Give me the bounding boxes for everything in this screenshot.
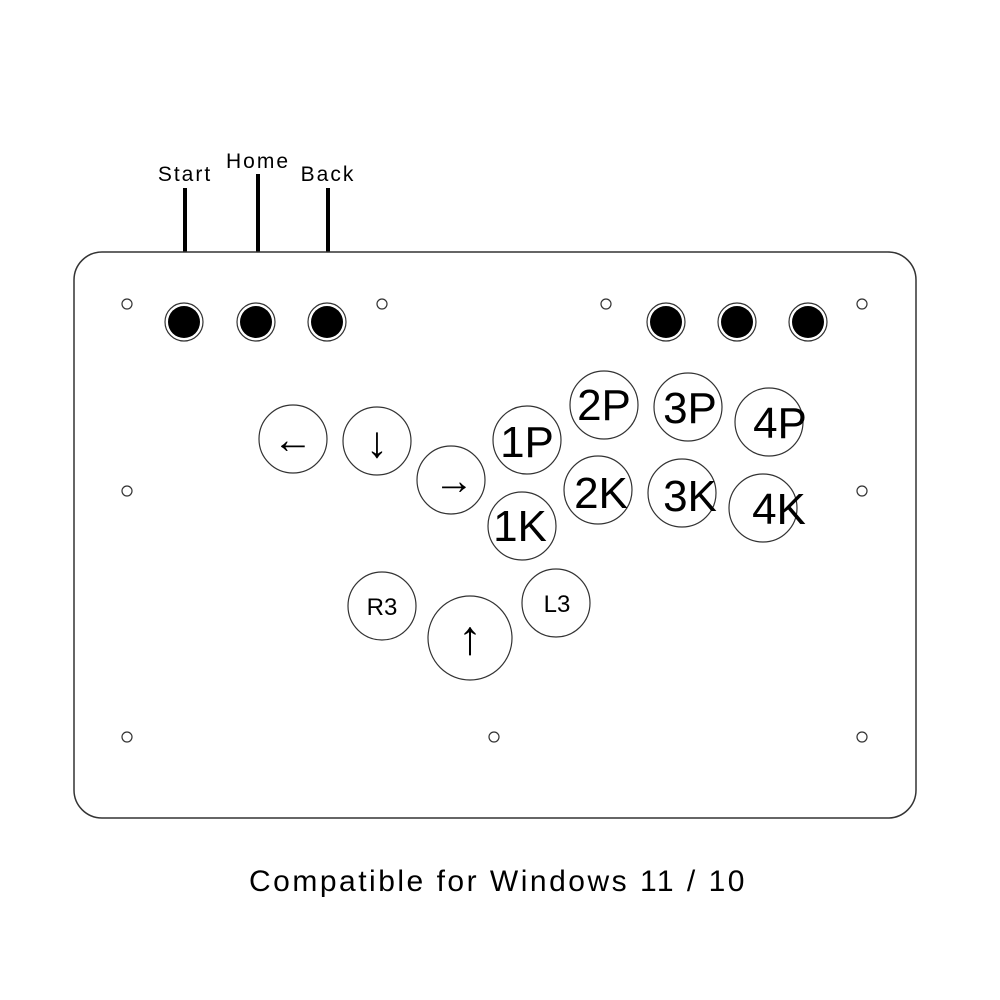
4p-button[interactable]: 4P xyxy=(734,387,807,457)
screw-hole xyxy=(856,731,868,743)
aux-button-3[interactable] xyxy=(788,302,828,342)
aux-button-1[interactable] xyxy=(646,302,686,342)
1p-button[interactable]: 1P xyxy=(492,405,562,475)
3k-label: 3K xyxy=(663,472,717,521)
4k-label: 4K xyxy=(752,485,806,534)
3k-button[interactable]: 3K xyxy=(647,458,717,528)
home-button[interactable] xyxy=(236,302,276,342)
2p-label: 2P xyxy=(577,381,631,430)
1k-label: 1K xyxy=(493,502,547,551)
screw-hole xyxy=(856,298,868,310)
4p-label: 4P xyxy=(753,399,807,448)
right-button[interactable]: → xyxy=(416,445,486,515)
start-label: Start xyxy=(158,163,212,186)
l3-button[interactable]: L3 xyxy=(521,568,591,638)
aux-button-2[interactable] xyxy=(717,302,757,342)
2k-label: 2K xyxy=(574,469,628,518)
right-arrow-icon: → xyxy=(434,459,474,503)
home-label: Home xyxy=(226,150,290,173)
back-button[interactable] xyxy=(307,302,347,342)
left-button[interactable]: ← xyxy=(258,404,328,474)
3p-label: 3P xyxy=(663,384,717,433)
3p-button[interactable]: 3P xyxy=(653,372,723,442)
back-label: Back xyxy=(301,163,356,186)
up-arrow-icon: ↑ xyxy=(458,612,482,665)
screw-hole xyxy=(856,485,868,497)
screw-hole xyxy=(121,485,133,497)
1k-button[interactable]: 1K xyxy=(487,491,557,561)
screw-holes xyxy=(121,298,868,743)
l3-label: L3 xyxy=(544,591,571,618)
screw-hole xyxy=(488,731,500,743)
4k-button[interactable]: 4K xyxy=(728,473,806,543)
1p-label: 1P xyxy=(500,418,554,467)
compatibility-caption: Compatible for Windows 11 / 10 xyxy=(249,865,747,898)
r3-button[interactable]: R3 xyxy=(347,571,417,641)
2p-button[interactable]: 2P xyxy=(569,370,639,440)
r3-label: R3 xyxy=(367,594,398,621)
up-button[interactable]: ↑ xyxy=(427,595,513,681)
down-arrow-icon: ↓ xyxy=(366,418,388,467)
screw-hole xyxy=(121,298,133,310)
start-button[interactable] xyxy=(164,302,204,342)
2k-button[interactable]: 2K xyxy=(563,455,633,525)
screw-hole xyxy=(600,298,612,310)
screw-hole xyxy=(121,731,133,743)
screw-hole xyxy=(376,298,388,310)
down-button[interactable]: ↓ xyxy=(342,406,412,476)
left-arrow-icon: ← xyxy=(273,418,313,462)
